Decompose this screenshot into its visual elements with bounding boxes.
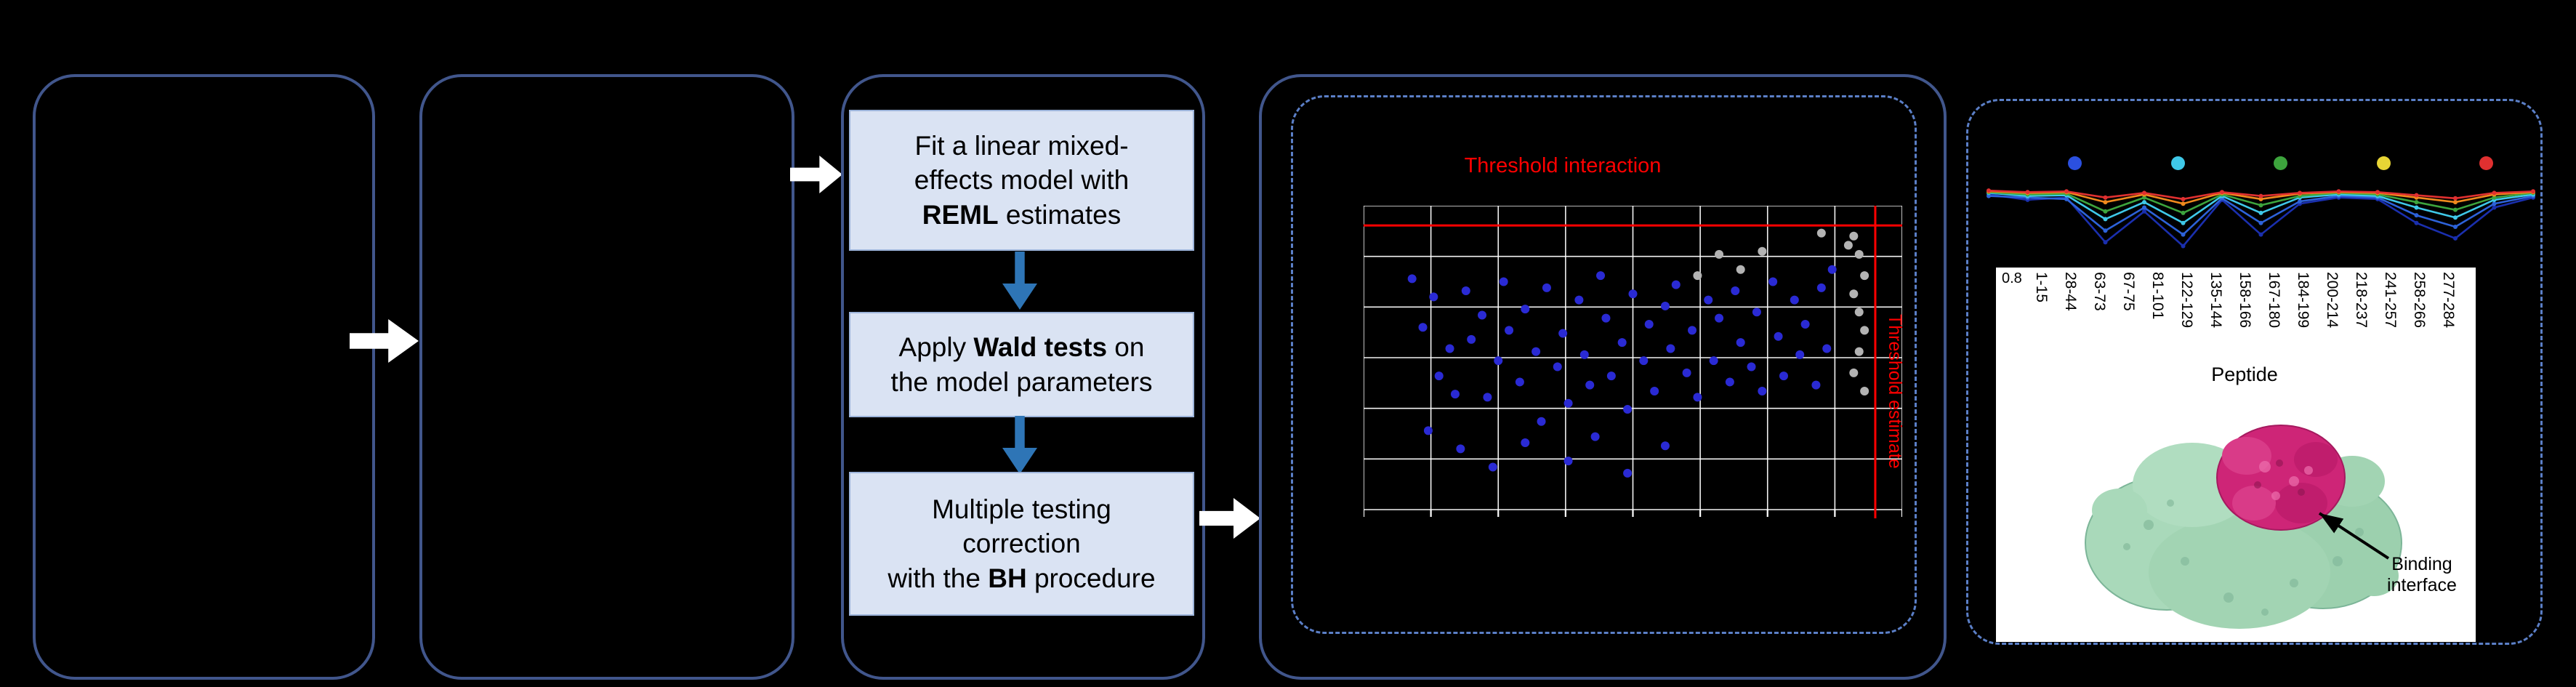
line-chart-svg bbox=[1987, 188, 2535, 249]
peptide-axis-label-text: 81-101 bbox=[2149, 272, 2166, 320]
line-chart-legend-dots bbox=[2068, 156, 2493, 170]
protein-bump bbox=[2349, 555, 2399, 596]
process-step-line: effects model with bbox=[914, 165, 1130, 196]
threshold-estimate-label: Threshold estimate bbox=[1885, 314, 1905, 469]
binding-interface-label: Binding interface bbox=[2387, 554, 2457, 595]
process-step-line: Multiple testing bbox=[932, 494, 1111, 524]
legend-dot-icon bbox=[2068, 156, 2082, 170]
peptide-axis-label: 1-15 bbox=[2026, 272, 2056, 328]
protein-lobe-bottom bbox=[2149, 515, 2330, 629]
peptide-axis-label-text: 218-237 bbox=[2353, 272, 2370, 329]
peptide-axis-labels: 1-15 28-44 63-73 67-75 81-101 122-129 135-144 1… bbox=[2026, 272, 2463, 328]
process-step-line: correction bbox=[962, 529, 1081, 559]
peptide-axis-label: 122-129 bbox=[2172, 272, 2201, 328]
peptide-axis-label: 81-101 bbox=[2143, 272, 2172, 328]
protein-structure-graphic bbox=[2085, 425, 2402, 629]
peptide-axis-label-text: 184-199 bbox=[2295, 272, 2311, 329]
peptide-axis-label: 184-199 bbox=[2288, 272, 2317, 328]
panel-1-empty bbox=[33, 74, 375, 680]
process-step-bh-correction: Multiple testing correction with the BH … bbox=[849, 472, 1194, 616]
peptide-axis-label: 135-144 bbox=[2201, 272, 2230, 328]
peptide-axis-label-text: 1-15 bbox=[2033, 272, 2050, 303]
peptide-axis-title: Peptide bbox=[2211, 363, 2278, 385]
flow-arrow-2-icon bbox=[790, 156, 842, 193]
peptide-axis-label-text: 277-284 bbox=[2440, 272, 2457, 329]
process-step-line: Apply Wald tests on bbox=[898, 332, 1145, 363]
process-step-fit-model: Fit a linear mixed- effects model with R… bbox=[849, 110, 1194, 251]
legend-dot-icon bbox=[2274, 156, 2287, 170]
peptide-axis-label: 167-180 bbox=[2259, 272, 2288, 328]
peptide-axis-label: 218-237 bbox=[2346, 272, 2375, 328]
peptide-axis-label: 63-73 bbox=[2085, 272, 2114, 328]
panel-5-peptide-result bbox=[1966, 99, 2543, 645]
peptide-axis-label-text: 158-166 bbox=[2237, 272, 2253, 329]
peptide-axis-label-text: 122-129 bbox=[2178, 272, 2195, 329]
line-chart-y-tick: 0.8 bbox=[2002, 270, 2022, 286]
legend-dot-icon bbox=[2170, 156, 2185, 170]
peptide-axis-label: 28-44 bbox=[2056, 272, 2085, 328]
peptide-axis-label-text: 241-257 bbox=[2382, 272, 2399, 329]
peptide-axis-label-text: 67-75 bbox=[2120, 272, 2137, 311]
peptide-axis-label: 241-257 bbox=[2375, 272, 2404, 328]
peptide-axis-label-text: 200-214 bbox=[2324, 272, 2340, 329]
protein-bump bbox=[2092, 489, 2147, 532]
peptide-axis-label: 277-284 bbox=[2434, 272, 2463, 328]
binding-interface-region bbox=[2216, 425, 2346, 531]
scatter-plot-title: Threshold interaction bbox=[1464, 154, 1662, 177]
process-step-line: Fit a linear mixed- bbox=[914, 130, 1129, 161]
peptide-axis-label: 258-266 bbox=[2404, 272, 2434, 328]
flow-arrow-3-icon bbox=[1199, 498, 1260, 539]
peptide-axis-label-text: 63-73 bbox=[2091, 272, 2108, 311]
peptide-axis-label-text: 258-266 bbox=[2411, 272, 2428, 329]
process-step-wald-tests: Apply Wald tests on the model parameters bbox=[849, 312, 1194, 417]
peptide-axis-label: 67-75 bbox=[2114, 272, 2143, 328]
peptide-axis-label: 158-166 bbox=[2230, 272, 2259, 328]
peptide-axis-label-text: 167-180 bbox=[2266, 272, 2282, 329]
peptide-axis-label-text: 135-144 bbox=[2207, 272, 2224, 329]
peptide-axis-label: 200-214 bbox=[2317, 272, 2346, 328]
panel-2-csv: X CSV bbox=[419, 74, 1182, 680]
legend-dot-icon bbox=[2376, 156, 2391, 170]
scatter-svg bbox=[1364, 206, 1902, 518]
process-step-line: REML estimates bbox=[922, 199, 1122, 230]
panel-4-dashed-frame bbox=[1291, 95, 1917, 634]
legend-dot-icon bbox=[2479, 156, 2493, 170]
peptide-axis-label-text: 28-44 bbox=[2062, 272, 2079, 311]
process-step-line: the model parameters bbox=[890, 366, 1153, 397]
panel-4-scatter-result bbox=[1259, 74, 1947, 680]
process-step-line: with the BH procedure bbox=[887, 563, 1156, 593]
